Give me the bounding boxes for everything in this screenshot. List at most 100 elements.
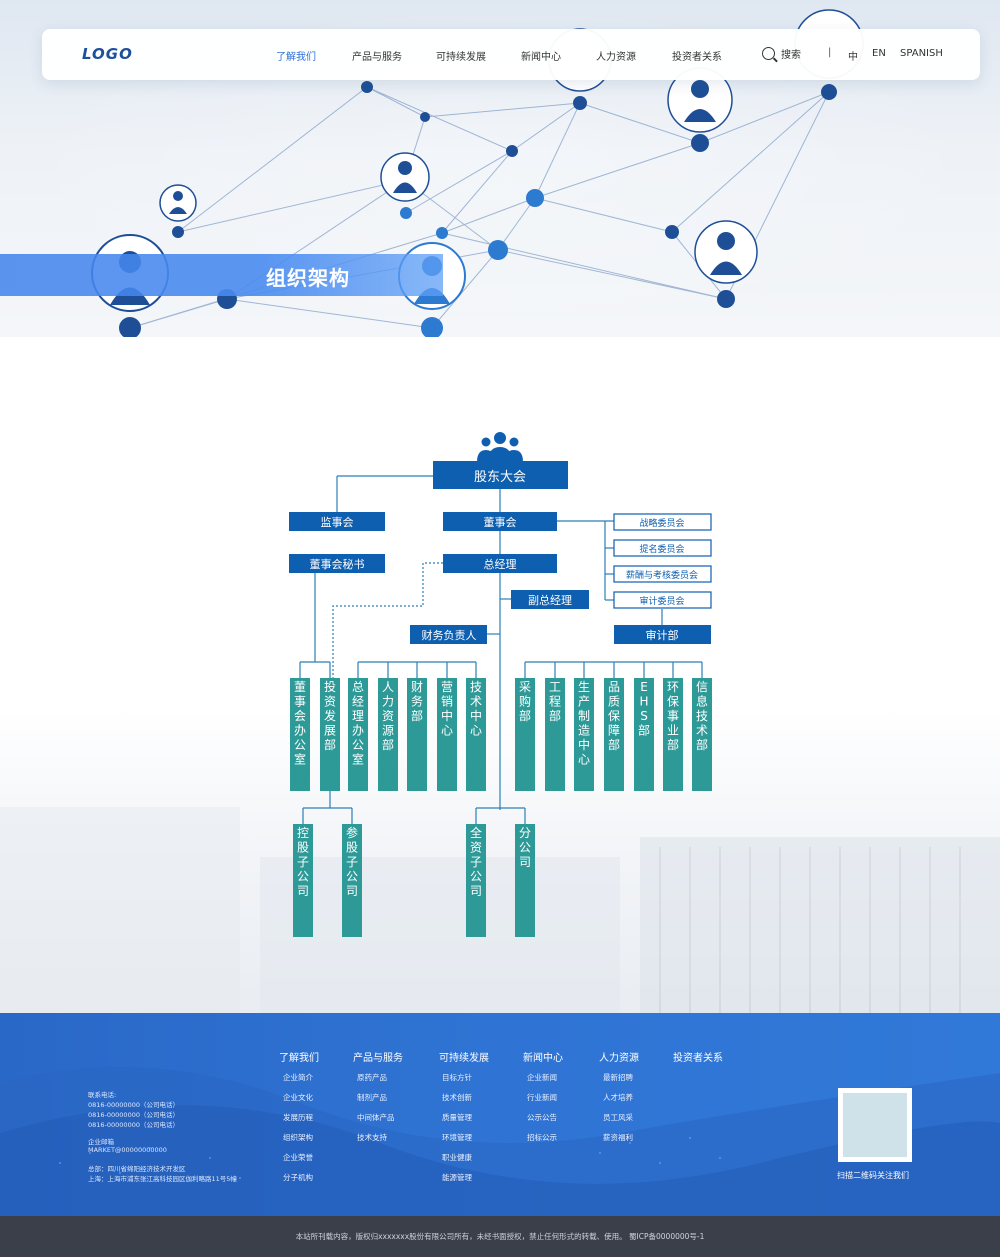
- nav-item-products[interactable]: 产品与服务: [352, 52, 402, 63]
- nav-item-news[interactable]: 新闻中心: [521, 52, 561, 63]
- footer-link[interactable]: 招标公示: [527, 1133, 557, 1142]
- search-button[interactable]: 搜索: [762, 46, 801, 61]
- org-label-board: 董事会: [484, 516, 517, 529]
- org-node-department-char: 障: [608, 723, 620, 738]
- org-node-finance-head: [410, 625, 487, 644]
- org-node-department-char: 投: [324, 679, 336, 694]
- shareholders-icon: [477, 432, 523, 462]
- nav-item-sustainability[interactable]: 可持续发展: [436, 52, 486, 63]
- footer-link[interactable]: 员工风采: [603, 1113, 633, 1122]
- contact-email: MARKET@00000000000: [88, 1146, 167, 1154]
- org-node-department-char: 销: [441, 695, 453, 709]
- nav-item-about[interactable]: 了解我们: [276, 52, 316, 63]
- user-avatar-icon: [667, 67, 733, 133]
- org-node-department-char: 部: [667, 737, 679, 752]
- org-node-department-char: 中: [470, 708, 482, 723]
- org-node-department-char: 术: [696, 724, 708, 738]
- org-node-subsidiary-char: 司: [470, 884, 482, 898]
- footer-link[interactable]: 能源管理: [442, 1173, 472, 1182]
- footer-link[interactable]: 中间体产品: [357, 1113, 395, 1122]
- org-node-department-char: H: [639, 695, 648, 709]
- footer-link[interactable]: 质量管理: [442, 1113, 472, 1122]
- footer-link[interactable]: 行业新闻: [527, 1093, 557, 1102]
- search-icon: [762, 47, 775, 60]
- footer-link[interactable]: 技术创新: [442, 1093, 472, 1102]
- org-node-department: [348, 678, 368, 791]
- lang-en[interactable]: EN: [872, 48, 886, 59]
- footer-col-title[interactable]: 人力资源: [599, 1053, 639, 1064]
- org-node-general-manager: [443, 554, 557, 573]
- org-node-department-char: 力: [382, 695, 394, 709]
- org-node-department-char: 产: [578, 695, 590, 709]
- org-node-department-char: 办: [352, 723, 364, 738]
- org-node-department-char: 总: [352, 680, 364, 694]
- footer-link[interactable]: 企业文化: [283, 1093, 313, 1102]
- footer-link[interactable]: 原药产品: [357, 1073, 387, 1082]
- org-node-department-char: 部: [696, 737, 708, 752]
- org-node-subsidiary-char: 司: [346, 884, 358, 898]
- footer-link[interactable]: 企业简介: [283, 1073, 313, 1082]
- footer-link[interactable]: 制剂产品: [357, 1093, 387, 1102]
- org-node-subsidiary: [466, 824, 486, 937]
- org-node-department-char: 办: [294, 723, 306, 738]
- footer-link[interactable]: 企业荣誉: [283, 1153, 313, 1162]
- org-node-subsidiary-char: 子: [470, 855, 482, 869]
- org-node-department: [545, 678, 565, 791]
- footer-col-title[interactable]: 新闻中心: [523, 1053, 563, 1064]
- org-node-committee: [613, 513, 712, 531]
- org-node-department-char: 保: [667, 695, 679, 709]
- footer-link[interactable]: 目标方针: [442, 1073, 472, 1082]
- org-node-supervisory: [289, 512, 385, 531]
- nav-item-investors[interactable]: 投资者关系: [672, 52, 722, 63]
- footer-link[interactable]: 薪资福利: [603, 1133, 633, 1142]
- copyright-bar: 本站所刊载内容，版权归xxxxxxx股份有限公司所有，未经书面授权，禁止任何形式…: [0, 1216, 1000, 1257]
- org-label-committee: 薪酬与考核委员会: [626, 569, 698, 581]
- lang-zh[interactable]: 中: [848, 52, 858, 63]
- org-node-department-char: 技: [696, 709, 708, 723]
- footer-link[interactable]: 职业健康: [442, 1153, 472, 1162]
- org-node-department: [290, 678, 310, 791]
- org-node-department-char: 心: [441, 724, 453, 738]
- org-node-department-char: 董: [294, 680, 306, 694]
- org-node-department: [515, 678, 535, 791]
- logo[interactable]: LOGO: [82, 45, 133, 63]
- org-node-department-char: 发: [324, 708, 336, 723]
- org-node-committee: [613, 539, 712, 557]
- footer-link[interactable]: 最新招聘: [603, 1073, 633, 1082]
- footer-link[interactable]: 企业新闻: [527, 1073, 557, 1082]
- org-label-finance-head: 财务负责人: [422, 628, 477, 642]
- org-node-department-char: 部: [411, 708, 423, 723]
- footer-link[interactable]: 发展历程: [283, 1113, 313, 1122]
- org-label-audit-dept: 审计部: [646, 628, 679, 642]
- org-node-department-char: 经: [352, 695, 364, 709]
- footer-link[interactable]: 环境管理: [442, 1133, 472, 1142]
- page-title-band: [0, 254, 443, 296]
- contact-phone: 0816-00000000（公司电话）: [88, 1101, 179, 1109]
- lang-spanish[interactable]: SPANISH: [900, 48, 943, 59]
- user-avatar-icon: [694, 220, 758, 284]
- footer-link[interactable]: 公示公告: [527, 1113, 557, 1122]
- footer-col-title[interactable]: 产品与服务: [353, 1053, 403, 1064]
- contact-hq-address: 总部：四川省绵阳经济技术开发区: [88, 1165, 186, 1173]
- org-node-department-char: 资: [324, 695, 336, 709]
- org-node-department-char: 部: [549, 708, 561, 723]
- nav-item-hr[interactable]: 人力资源: [596, 52, 636, 63]
- contact-email-label: 企业邮箱: [88, 1138, 114, 1146]
- footer-col-title[interactable]: 可持续发展: [439, 1053, 489, 1064]
- footer-link[interactable]: 组织架构: [283, 1133, 313, 1142]
- org-node-subsidiary: [515, 824, 535, 937]
- org-node-board: [443, 512, 557, 531]
- footer-link[interactable]: 技术支持: [357, 1133, 387, 1142]
- footer-col-title[interactable]: 投资者关系: [673, 1053, 723, 1064]
- divider: |: [828, 47, 832, 58]
- org-node-deputy-gm: [511, 590, 589, 609]
- footer-col-title[interactable]: 了解我们: [279, 1053, 319, 1064]
- org-node-department-char: E: [640, 680, 648, 694]
- footer-link[interactable]: 分子机构: [283, 1173, 313, 1182]
- org-node-subsidiary-char: 股: [297, 841, 309, 855]
- org-node-department-char: 信: [696, 680, 708, 694]
- org-node-department-char: 生: [578, 680, 590, 694]
- org-node-department: [692, 678, 712, 791]
- footer-link[interactable]: 人才培养: [603, 1093, 633, 1102]
